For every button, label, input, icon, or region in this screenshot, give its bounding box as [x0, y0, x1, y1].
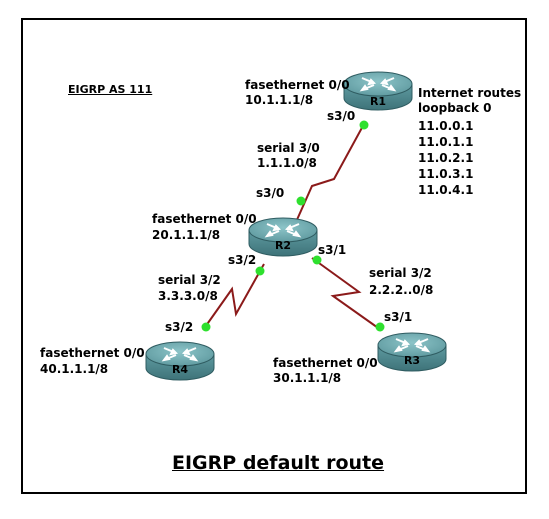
r1-loopback-ip: 11.0.4.1	[418, 183, 474, 197]
router-r2[interactable]: R2	[248, 217, 318, 257]
r3-fe-ip: 30.1.1.1/8	[273, 371, 342, 385]
as-number-label: EIGRP AS 111	[68, 83, 153, 96]
link-r2-r3-subnet: 2.2.2..0/8	[369, 283, 434, 297]
r1-loopback-ip: 11.0.3.1	[418, 167, 474, 181]
port-dot-r4-s3-2	[201, 322, 211, 332]
router-r1[interactable]: R1	[343, 71, 413, 111]
port-dot-r1-s3-0	[359, 120, 369, 130]
r1-fe-ip: 10.1.1.1/8	[245, 93, 314, 107]
port-dot-r3-s3-1	[375, 322, 385, 332]
router-r4[interactable]: R4	[145, 341, 215, 381]
r1-internet-routes-header: Internet routes	[418, 86, 522, 100]
r1-fe-label: fasethernet 0/0	[245, 78, 350, 92]
r2-port-to-r4: s3/2	[228, 253, 257, 267]
port-dot-r2-s3-2	[255, 266, 265, 276]
link-r2-r4-subnet: 3.3.3.0/8	[158, 289, 218, 303]
router-r2-label: R2	[275, 239, 291, 252]
r2-fe-ip: 20.1.1.1/8	[152, 228, 221, 242]
r2-fe-label: fasethernet 0/0	[152, 212, 257, 226]
r3-fe-label: fasethernet 0/0	[273, 356, 378, 370]
link-r2-r4	[202, 263, 265, 331]
diagram-title: EIGRP default route	[172, 452, 385, 474]
r4-fe-ip: 40.1.1.1/8	[40, 362, 109, 376]
link-r2-r3	[311, 257, 382, 331]
r1-loopback-label: loopback 0	[418, 101, 492, 115]
r1-loopback-ip: 11.0.2.1	[418, 151, 474, 165]
r1-serial-port: s3/0	[327, 109, 356, 123]
r3-serial-port: s3/1	[384, 310, 413, 324]
port-dot-r2-s3-0	[296, 196, 306, 206]
link-r2-r4-label: serial 3/2	[158, 273, 221, 287]
link-r2-r3-label: serial 3/2	[369, 266, 432, 280]
router-r4-label: R4	[172, 363, 188, 376]
router-r3[interactable]: R3	[377, 332, 447, 372]
link-r1-r2-subnet: 1.1.1.0/8	[257, 156, 317, 170]
diagram-frame	[21, 18, 527, 494]
router-r3-label: R3	[404, 354, 420, 367]
router-r1-label: R1	[370, 95, 386, 108]
r4-fe-label: fasethernet 0/0	[40, 346, 145, 360]
link-r1-r2-label: serial 3/0	[257, 141, 320, 155]
link-r1-r2	[295, 123, 365, 223]
r2-port-to-r3: s3/1	[318, 243, 347, 257]
r4-serial-port: s3/2	[165, 320, 194, 334]
r1-loopback-ip: 11.0.1.1	[418, 135, 474, 149]
r2-port-to-r1: s3/0	[256, 186, 285, 200]
r1-loopback-ip: 11.0.0.1	[418, 119, 474, 133]
port-dot-r2-s3-1	[312, 255, 322, 265]
